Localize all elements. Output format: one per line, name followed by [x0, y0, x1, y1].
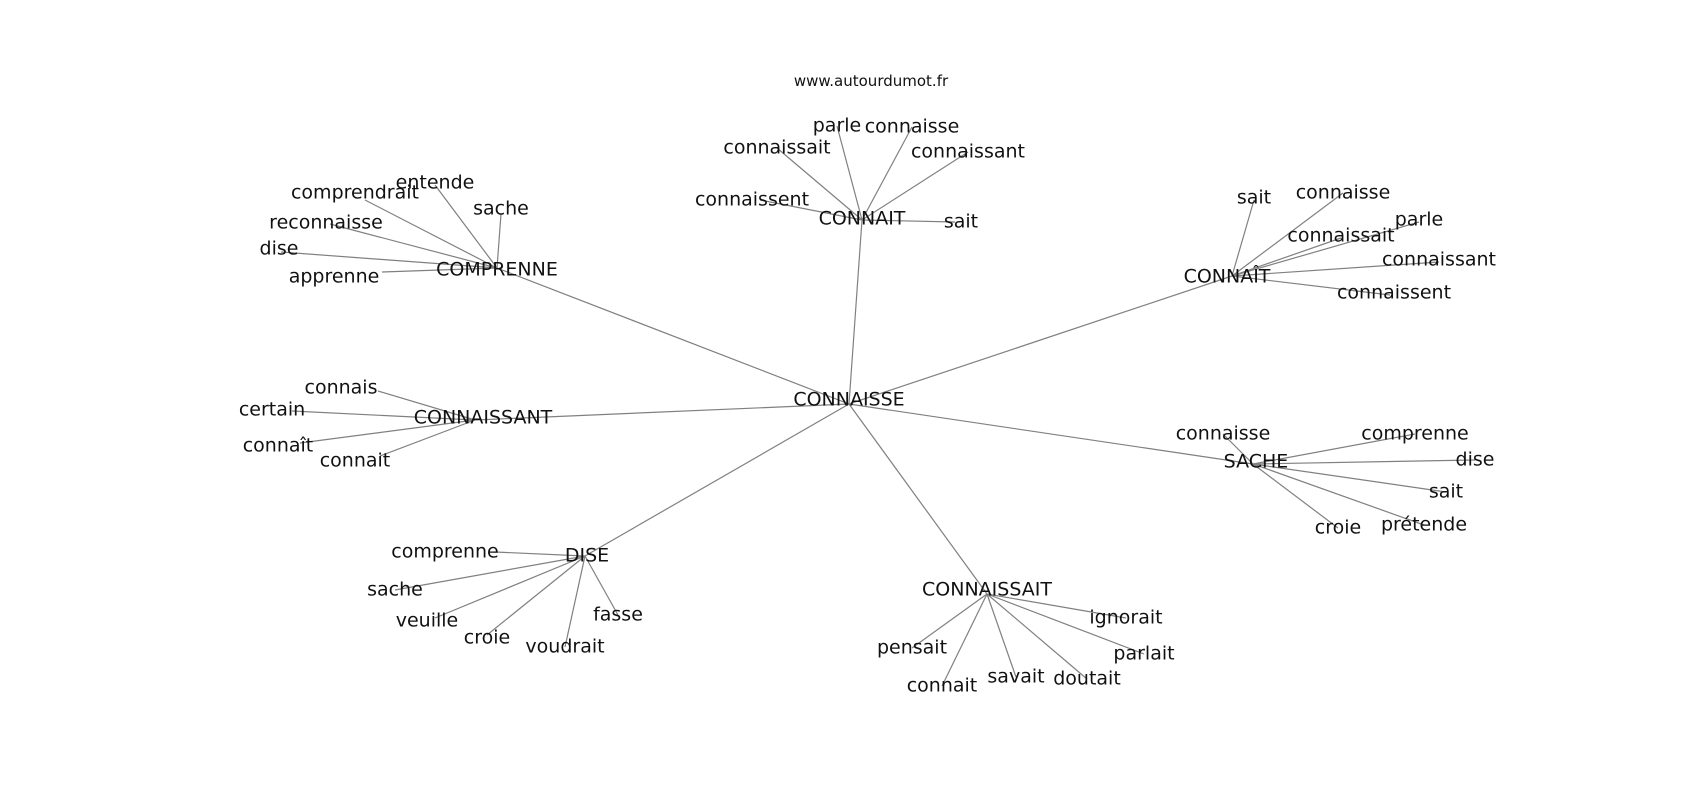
leaf-node[interactable]: connaissait [723, 137, 830, 159]
leaf-node[interactable]: dise [260, 238, 299, 260]
leaf-node[interactable]: doutait [1053, 668, 1121, 690]
hub-to-leaf-edge [1231, 221, 1420, 277]
hub-to-leaf-edge [941, 593, 988, 687]
center-to-hub-edge [584, 403, 850, 557]
center-to-hub-edge [496, 267, 850, 405]
center-to-hub-edge [848, 403, 988, 595]
hub-to-leaf-edge [496, 213, 502, 269]
leaf-node[interactable]: connaissent [1337, 282, 1451, 304]
hub-node[interactable]: CONNAISSANT [414, 407, 553, 429]
leaf-node[interactable]: savait [987, 666, 1044, 688]
hub-to-leaf-edge [1252, 463, 1447, 493]
leaf-node[interactable]: sait [1237, 187, 1271, 209]
hub-to-leaf-edge [280, 251, 498, 269]
hub-to-leaf-edge [1231, 199, 1255, 277]
center-to-hub-edge [848, 275, 1233, 405]
leaf-node[interactable]: sache [367, 579, 423, 601]
hub-to-leaf-edge [759, 199, 863, 221]
leaf-node[interactable]: connaissant [1382, 249, 1496, 271]
hub-to-leaf-edge [986, 593, 1088, 680]
leaf-node[interactable]: connaisse [1296, 182, 1391, 204]
hub-to-leaf-edge [564, 555, 586, 648]
leaf-node[interactable]: veuille [396, 610, 459, 632]
hub-node[interactable]: CONNAIT [819, 208, 906, 230]
hub-to-leaf-edge [1222, 433, 1254, 465]
leaf-node[interactable]: fasse [593, 604, 643, 626]
hub-to-leaf-edge [861, 126, 913, 221]
hub-to-leaf-edge [434, 555, 586, 619]
hub-node[interactable]: SACHE [1224, 451, 1289, 473]
leaf-node[interactable]: connaît [243, 435, 314, 457]
leaf-node[interactable]: ignorait [1089, 607, 1162, 629]
leaf-node[interactable]: connaissent [695, 189, 809, 211]
hub-to-leaf-edge [394, 555, 586, 591]
hub-to-leaf-edge [1252, 463, 1425, 526]
leaf-node[interactable]: dise [1456, 449, 1495, 471]
center-to-hub-edge [474, 403, 850, 421]
hub-to-leaf-edge [1252, 433, 1416, 465]
hub-to-leaf-edge [986, 593, 1017, 678]
leaf-node[interactable]: connait [320, 450, 391, 472]
leaf-node[interactable]: croie [1315, 517, 1361, 539]
leaf-node[interactable]: sait [1429, 481, 1463, 503]
hub-to-leaf-edge [836, 125, 863, 221]
center-to-hub-edge [848, 403, 1254, 465]
leaf-node[interactable]: comprendrait [291, 182, 419, 204]
leaf-node[interactable]: connaisse [865, 116, 960, 138]
center-node[interactable]: CONNAISSE [793, 389, 904, 411]
hub-to-leaf-edge [861, 219, 956, 223]
leaf-node[interactable]: pensait [877, 637, 947, 659]
leaf-node[interactable]: comprenne [1361, 423, 1469, 445]
hub-to-leaf-edge [486, 555, 586, 636]
hub-to-leaf-edge [911, 593, 988, 649]
center-to-hub-edge [848, 219, 863, 405]
leaf-node[interactable]: sait [944, 211, 978, 233]
site-watermark: www.autourdumot.fr [793, 72, 949, 90]
leaf-node[interactable]: connaissant [911, 141, 1025, 163]
leaf-node[interactable]: apprenne [289, 266, 380, 288]
hub-to-leaf-edge [1252, 459, 1476, 465]
hub-to-leaf-edge [494, 551, 586, 557]
hub-to-leaf-edge [986, 593, 1145, 655]
leaf-node[interactable]: comprenne [391, 541, 499, 563]
hub-to-leaf-edge [776, 147, 863, 221]
leaf-node[interactable]: croie [464, 627, 510, 649]
hub-to-leaf-edge [861, 151, 969, 221]
hub-to-leaf-edge [1252, 463, 1339, 529]
leaf-node[interactable]: reconnaisse [269, 212, 383, 234]
leaf-node[interactable]: sache [473, 198, 529, 220]
leaf-node[interactable]: prétende [1381, 514, 1467, 536]
hub-to-leaf-edge [291, 410, 476, 421]
leaf-node[interactable]: parle [813, 115, 861, 137]
leaf-node[interactable]: connaissait [1287, 225, 1394, 247]
hub-to-leaf-edge [329, 223, 498, 269]
hub-to-leaf-edge [1231, 275, 1391, 296]
leaf-node[interactable]: certain [239, 399, 305, 421]
leaf-node[interactable]: entende [396, 172, 475, 194]
leaf-node[interactable]: connais [305, 377, 378, 399]
hub-to-leaf-edge [364, 199, 498, 269]
leaf-node[interactable]: voudrait [525, 636, 604, 658]
hub-to-leaf-edge [377, 390, 476, 421]
leaf-node[interactable]: connaisse [1176, 423, 1271, 445]
leaf-node[interactable]: parle [1395, 209, 1443, 231]
hub-node[interactable]: DISE [565, 545, 609, 567]
hub-to-leaf-edge [1231, 192, 1344, 277]
graph-edges [280, 125, 1476, 687]
hub-to-leaf-edge [379, 419, 476, 457]
hub-to-leaf-edge [1231, 261, 1440, 277]
hub-to-leaf-edge [584, 555, 619, 616]
hub-to-leaf-edge [299, 419, 476, 444]
hub-to-leaf-edge [381, 267, 498, 273]
hub-node[interactable]: COMPRENNE [436, 259, 558, 281]
hub-to-leaf-edge [1231, 237, 1342, 277]
leaf-node[interactable]: parlait [1113, 643, 1174, 665]
hub-node[interactable]: CONNAÎT [1184, 265, 1271, 288]
hub-to-leaf-edge [434, 184, 498, 269]
leaf-node[interactable]: connait [907, 675, 978, 697]
hub-node[interactable]: CONNAISSAIT [922, 579, 1052, 601]
hub-to-leaf-edge [986, 593, 1127, 619]
